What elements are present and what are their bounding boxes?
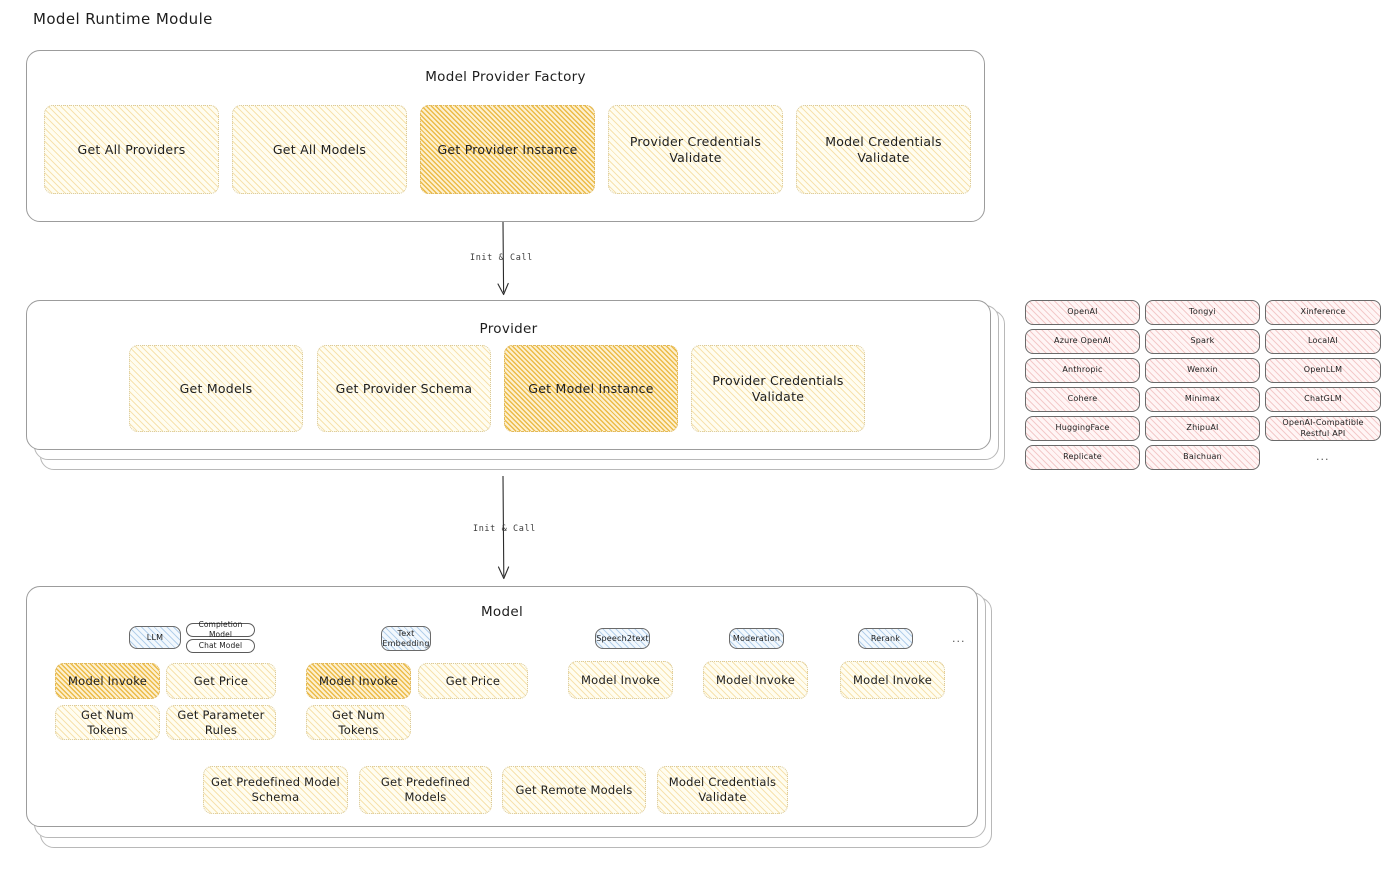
provider-pill-tongyi[interactable]: Tongyi <box>1145 300 1260 325</box>
model-tag-text-embedding[interactable]: Text Embedding <box>381 626 431 651</box>
provider-pill-azure-openai[interactable]: Azure OpenAI <box>1025 329 1140 354</box>
provider-pill-cohere[interactable]: Cohere <box>1025 387 1140 412</box>
provider-list: OpenAI Azure OpenAI Anthropic Cohere Hug… <box>1025 300 1381 475</box>
provider-pill-baichuan[interactable]: Baichuan <box>1145 445 1260 470</box>
provider-pill-openai[interactable]: OpenAI <box>1025 300 1140 325</box>
speech2text-box-model-invoke[interactable]: Model Invoke <box>568 661 673 699</box>
model-groups-more-marker: ... <box>952 632 966 645</box>
model-shared-box-get-predefined-models[interactable]: Get Predefined Models <box>359 766 492 814</box>
model-provider-factory-title: Model Provider Factory <box>425 69 586 85</box>
factory-box-get-all-providers[interactable]: Get All Providers <box>44 105 219 194</box>
model-subtag-completion-model[interactable]: Completion Model <box>186 620 255 639</box>
text-embedding-box-model-invoke[interactable]: Model Invoke <box>306 663 411 699</box>
moderation-box-model-invoke[interactable]: Model Invoke <box>703 661 808 699</box>
text-embedding-box-get-num-tokens[interactable]: Get Num Tokens <box>306 705 411 740</box>
provider-pill-zhipuai[interactable]: ZhipuAI <box>1145 416 1260 441</box>
arrow-provider-to-model <box>497 476 510 580</box>
llm-box-model-invoke[interactable]: Model Invoke <box>55 663 160 699</box>
llm-box-get-price[interactable]: Get Price <box>166 663 276 699</box>
provider-pill-replicate[interactable]: Replicate <box>1025 445 1140 470</box>
model-shared-box-model-credentials-validate[interactable]: Model Credentials Validate <box>657 766 788 814</box>
provider-box-get-model-instance[interactable]: Get Model Instance <box>504 345 678 432</box>
rerank-box-model-invoke[interactable]: Model Invoke <box>840 661 945 699</box>
provider-pill-anthropic[interactable]: Anthropic <box>1025 358 1140 383</box>
provider-pill-openai-compatible-restful-api[interactable]: OpenAI-Compatible Restful API <box>1265 416 1381 441</box>
arrow-factory-to-provider <box>497 222 509 296</box>
provider-pill-wenxin[interactable]: Wenxin <box>1145 358 1260 383</box>
model-tag-llm[interactable]: LLM <box>129 626 181 649</box>
provider-pill-minimax[interactable]: Minimax <box>1145 387 1260 412</box>
factory-box-get-provider-instance[interactable]: Get Provider Instance <box>420 105 595 194</box>
model-shared-box-get-predefined-model-schema[interactable]: Get Predefined Model Schema <box>203 766 348 814</box>
provider-list-more-marker: ... <box>1316 450 1330 463</box>
model-subtag-chat-model[interactable]: Chat Model <box>186 639 255 653</box>
provider-pill-huggingface[interactable]: HuggingFace <box>1025 416 1140 441</box>
provider-box-get-models[interactable]: Get Models <box>129 345 303 432</box>
factory-box-provider-credentials-validate[interactable]: Provider Credentials Validate <box>608 105 783 194</box>
model-shared-box-get-remote-models[interactable]: Get Remote Models <box>502 766 646 814</box>
model-tag-moderation[interactable]: Moderation <box>729 628 784 649</box>
arrow-label-init-call-1: Init & Call <box>470 253 533 263</box>
llm-box-get-parameter-rules[interactable]: Get Parameter Rules <box>166 705 276 740</box>
factory-box-get-all-models[interactable]: Get All Models <box>232 105 407 194</box>
provider-pill-localai[interactable]: LocalAI <box>1265 329 1381 354</box>
model-tag-rerank[interactable]: Rerank <box>858 628 913 649</box>
text-embedding-box-get-price[interactable]: Get Price <box>418 663 528 699</box>
llm-box-get-num-tokens[interactable]: Get Num Tokens <box>55 705 160 740</box>
arrow-label-init-call-2: Init & Call <box>473 524 536 534</box>
provider-pill-xinference[interactable]: Xinference <box>1265 300 1381 325</box>
provider-box-provider-credentials-validate[interactable]: Provider Credentials Validate <box>691 345 865 432</box>
page-title: Model Runtime Module <box>33 10 213 28</box>
provider-title: Provider <box>479 321 538 337</box>
model-title: Model <box>480 604 524 620</box>
provider-pill-spark[interactable]: Spark <box>1145 329 1260 354</box>
provider-box-get-provider-schema[interactable]: Get Provider Schema <box>317 345 491 432</box>
model-tag-speech2text[interactable]: Speech2text <box>595 628 650 649</box>
provider-pill-openllm[interactable]: OpenLLM <box>1265 358 1381 383</box>
factory-box-model-credentials-validate[interactable]: Model Credentials Validate <box>796 105 971 194</box>
provider-pill-chatglm[interactable]: ChatGLM <box>1265 387 1381 412</box>
